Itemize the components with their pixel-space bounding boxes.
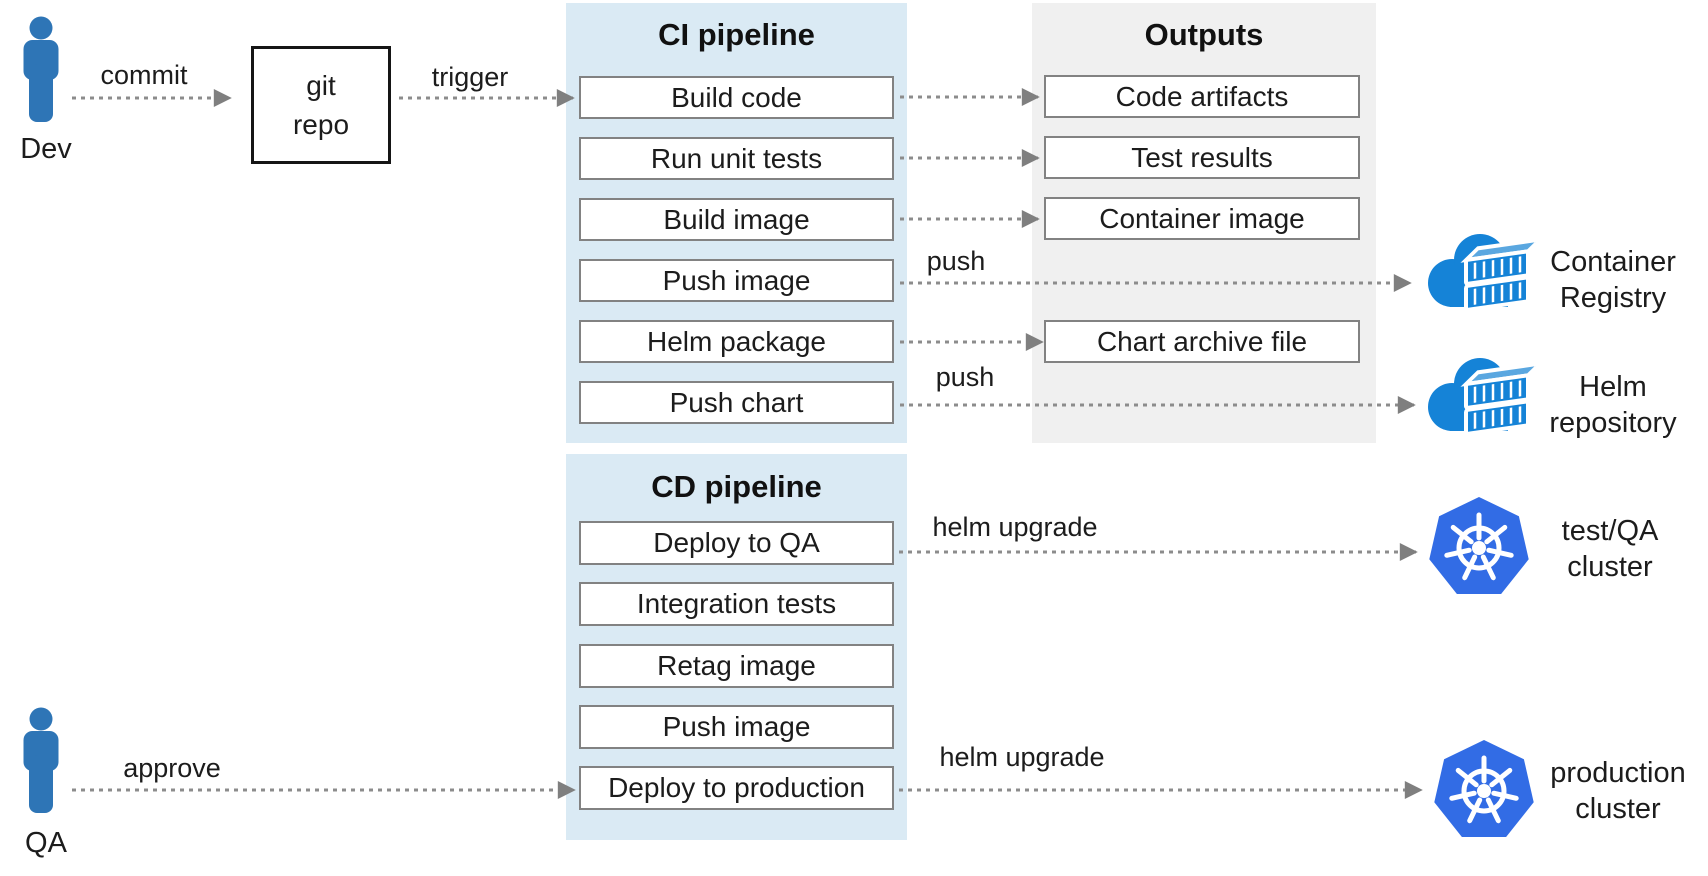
test-qa-cluster-line1: test/QA — [1561, 515, 1659, 547]
kubernetes-qa-cluster-icon — [1429, 497, 1529, 594]
cd-step-deploy-to-production: Deploy to production — [579, 766, 894, 810]
push-chart-label: push — [935, 362, 995, 392]
container-registry-line2: Registry — [1559, 282, 1667, 314]
approve-label: approve — [123, 753, 221, 783]
output-container-image: Container image — [1044, 197, 1360, 240]
ci-step-run-unit-tests: Run unit tests — [579, 137, 894, 180]
helm-upgrade-prod-label: helm upgrade — [939, 742, 1105, 772]
trigger-label: trigger — [431, 62, 509, 92]
output-chart-archive-file: Chart archive file — [1044, 320, 1360, 363]
helm-repository-line1: Helm — [1579, 371, 1647, 403]
cd-step-integration-tests: Integration tests — [579, 582, 894, 626]
ci-step-build-code: Build code — [579, 76, 894, 119]
production-cluster-line2: cluster — [1575, 793, 1661, 825]
cd-pipeline-title: CD pipeline — [651, 469, 822, 504]
container-registry-label: Container Registry — [1533, 244, 1693, 316]
helm-repository-line2: repository — [1549, 407, 1677, 439]
qa-label: QA — [25, 827, 67, 859]
dev-label: Dev — [20, 133, 72, 165]
container-registry-line1: Container — [1550, 246, 1676, 278]
git-repo-box: git repo — [251, 46, 391, 164]
ci-step-push-chart: Push chart — [579, 381, 894, 424]
cd-step-deploy-to-qa: Deploy to QA — [579, 521, 894, 565]
kubernetes-production-cluster-icon — [1434, 740, 1534, 837]
ci-step-build-image: Build image — [579, 198, 894, 241]
output-test-results: Test results — [1044, 136, 1360, 179]
production-cluster-line1: production — [1550, 757, 1686, 789]
test-qa-cluster-label: test/QA cluster — [1530, 513, 1690, 585]
push-image-label: push — [926, 246, 986, 276]
outputs-title: Outputs — [1144, 17, 1264, 52]
test-qa-cluster-line2: cluster — [1567, 551, 1653, 583]
ci-pipeline-title: CI pipeline — [658, 17, 815, 52]
ci-step-helm-package: Helm package — [579, 320, 894, 363]
output-code-artifacts: Code artifacts — [1044, 75, 1360, 118]
production-cluster-label: production cluster — [1538, 755, 1698, 827]
cd-step-retag-image: Retag image — [579, 644, 894, 688]
git-repo-line2: repo — [292, 109, 350, 140]
helm-repository-icon — [1428, 358, 1536, 436]
helm-upgrade-qa-label: helm upgrade — [932, 512, 1098, 542]
cd-step-push-image: Push image — [579, 705, 894, 749]
git-repo-line1: git — [306, 70, 336, 101]
ci-step-push-image: Push image — [579, 259, 894, 302]
helm-repository-label: Helm repository — [1533, 369, 1693, 441]
dev-person-icon — [23, 16, 59, 122]
container-registry-icon — [1428, 234, 1536, 312]
commit-label: commit — [100, 60, 188, 90]
qa-person-icon — [23, 707, 59, 813]
